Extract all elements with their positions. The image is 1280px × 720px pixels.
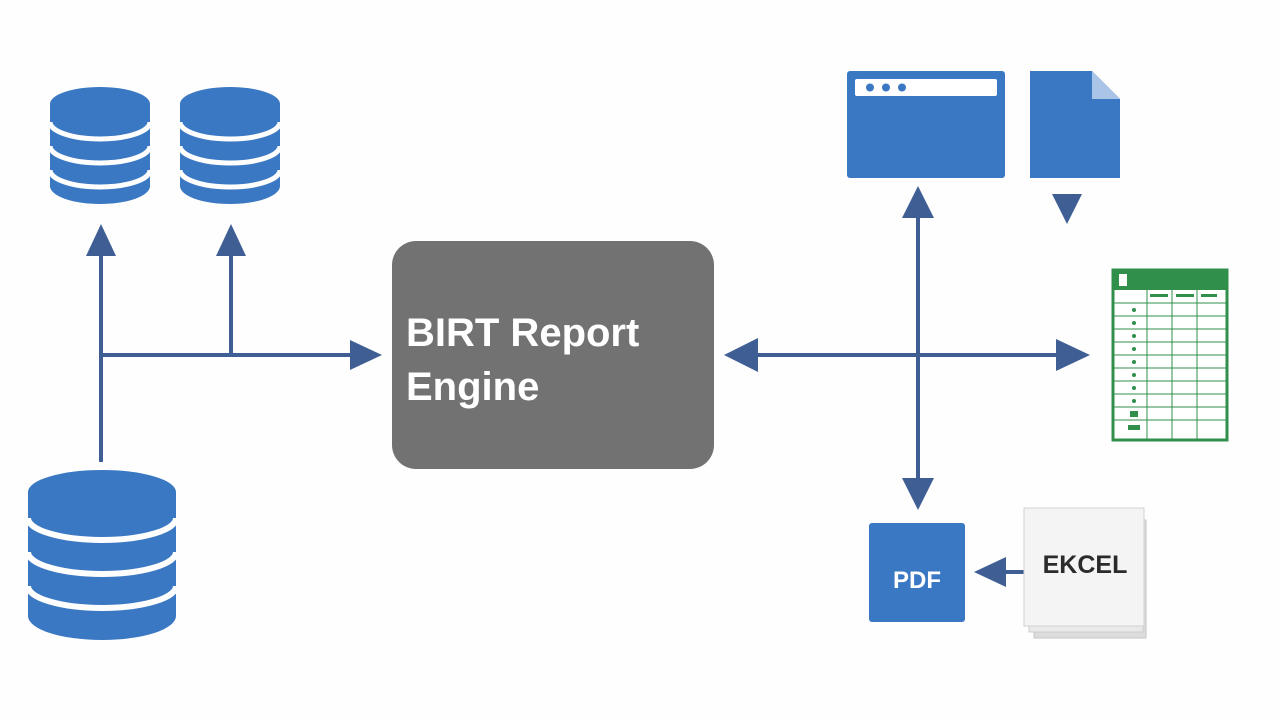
data-source-connectors — [99, 250, 352, 462]
engine-title-line2: Engine — [406, 365, 539, 409]
pdf-icon: PDF — [869, 523, 965, 622]
excel-icon: EKCEL — [1023, 507, 1147, 639]
database-icon — [25, 470, 179, 640]
arrow-down-icon — [902, 478, 934, 510]
arrow-left-icon — [724, 338, 758, 372]
document-icon — [1030, 71, 1120, 178]
arrow-up-icon — [86, 224, 116, 256]
browser-window-icon — [847, 71, 1005, 178]
arrow-right-icon — [1056, 339, 1090, 371]
arrow-right-icon — [350, 340, 382, 370]
engine-title-line1: BIRT Report — [406, 311, 639, 355]
excel-label: EKCEL — [1043, 551, 1128, 579]
pdf-label: PDF — [893, 567, 941, 594]
arrow-up-icon — [902, 186, 934, 218]
arrow-up-icon — [216, 224, 246, 256]
database-icon — [47, 87, 153, 204]
database-icon — [177, 87, 283, 204]
arrow-down-icon — [1052, 194, 1082, 224]
output-connectors — [754, 216, 1060, 480]
spreadsheet-icon — [1111, 268, 1229, 442]
arrow-left-icon — [974, 557, 1006, 587]
report-engine-box: BIRT Report Engine — [392, 241, 714, 469]
